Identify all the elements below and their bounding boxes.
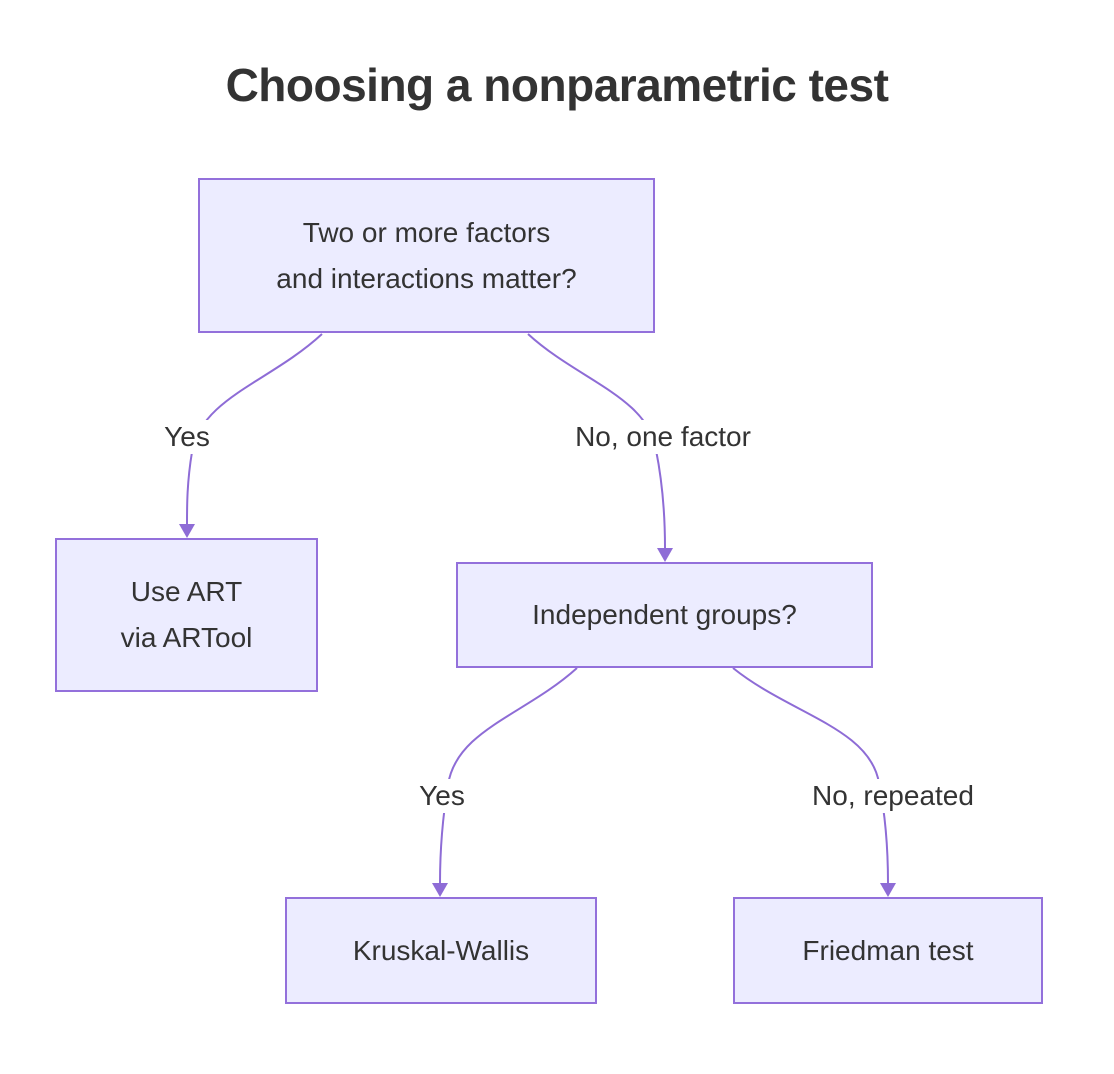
- diagram-title: Choosing a nonparametric test: [225, 59, 889, 111]
- edge-label-no-one-factor: No, one factor: [571, 420, 755, 454]
- arrowhead-down-icon: [432, 883, 448, 897]
- node-two-or-more-factors: Two or more factors and interactions mat…: [198, 178, 655, 333]
- edge-label-yes: Yes: [415, 779, 469, 813]
- edge-label-yes: Yes: [160, 420, 214, 454]
- edge-independent-to-friedman: [732, 667, 889, 884]
- node-friedman-test: Friedman test: [733, 897, 1043, 1004]
- arrowhead-down-icon: [179, 524, 195, 538]
- node-kruskal-wallis: Kruskal-Wallis: [285, 897, 597, 1004]
- edge-label-no-repeated: No, repeated: [808, 779, 978, 813]
- node-independent-groups: Independent groups?: [456, 562, 873, 668]
- arrowhead-down-icon: [657, 548, 673, 562]
- edge-independent-to-kruskal: [439, 667, 578, 884]
- node-use-art-via-artool: Use ART via ARTool: [55, 538, 318, 692]
- arrowhead-down-icon: [880, 883, 896, 897]
